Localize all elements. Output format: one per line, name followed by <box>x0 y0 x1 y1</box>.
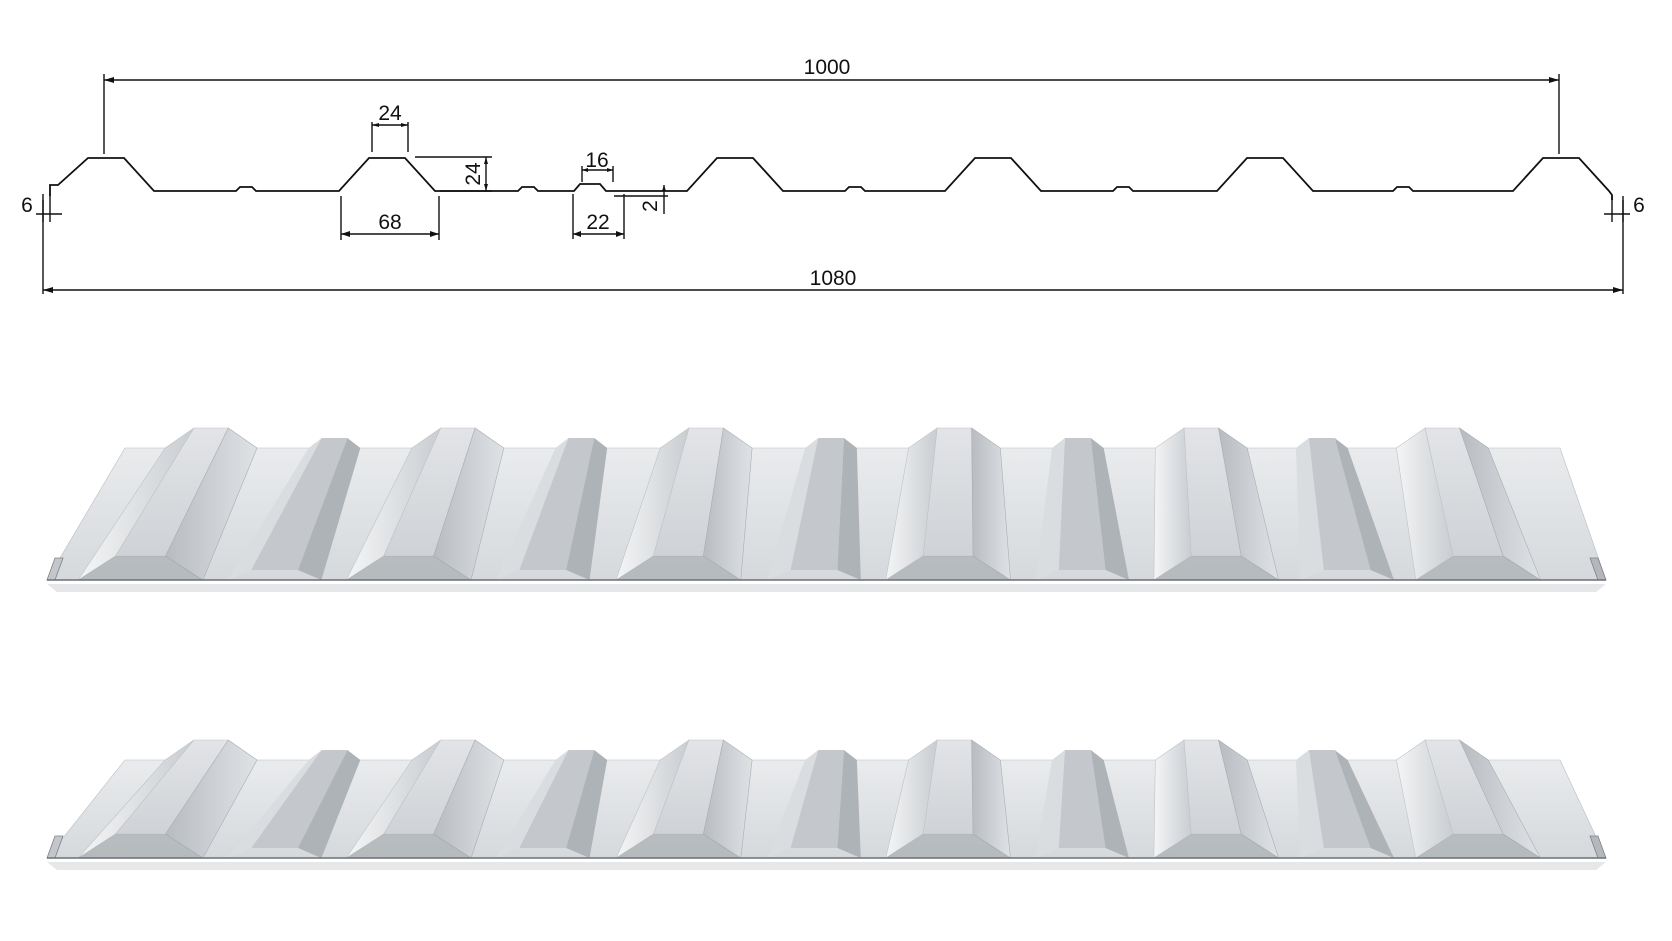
sheet-render-bottom <box>46 739 1607 870</box>
crest-front-edge <box>1153 556 1279 580</box>
stiffener-height-label: 2 <box>639 200 662 212</box>
total-width-label: 1080 <box>810 267 857 290</box>
dimension-crest-base-width: 68 <box>340 196 440 240</box>
stiffener-rib-right-face <box>1090 438 1129 580</box>
dimension-stiffener-base-width: 22 <box>572 194 625 239</box>
crest-front-edge <box>1415 556 1541 580</box>
crest-front-edge <box>1153 834 1279 858</box>
crest-front-edge <box>616 556 741 580</box>
dimension-crest-height: 24 <box>415 156 492 192</box>
stiffener-rib-top-face <box>1058 750 1106 848</box>
crest-base-width-label: 68 <box>378 211 401 234</box>
stiffener-rib-left-face <box>227 750 322 858</box>
stiffener-rib-left-face <box>1295 438 1324 580</box>
stiffener-rib-left-face <box>767 438 819 580</box>
stiffener-rib-left-face <box>767 750 819 858</box>
crest-height-label: 24 <box>462 162 485 186</box>
crest-front-edge <box>885 834 1011 858</box>
sheet-profile-outline <box>49 157 1613 200</box>
stiffener-rib-top-face <box>1308 438 1371 570</box>
crest-top-width-label: 24 <box>378 102 402 125</box>
sheet-shadow <box>47 584 1606 592</box>
crest-front-edge <box>616 834 741 858</box>
crest-front-edge <box>346 556 472 580</box>
stiffener-rib-top-face <box>790 750 844 848</box>
stiffener-rib-right-face <box>297 438 361 580</box>
stiffener-rib-top-face <box>251 438 348 570</box>
stiffener-rib-right-face <box>566 750 608 858</box>
dimension-crest-top-width: 24 <box>371 102 409 152</box>
stiffener-rib-right-face <box>1334 438 1394 580</box>
stiffener-rib-top-face <box>790 438 844 570</box>
stiffener-rib-left-face <box>1035 438 1065 580</box>
stiffener-rib-left-face <box>495 750 569 858</box>
dimension-stiffener-height: 2 <box>614 185 668 214</box>
stiffener-rib-right-face <box>1090 750 1129 858</box>
dimension-cover-width: 1000 <box>103 56 1560 154</box>
sheet-render-top <box>46 427 1607 592</box>
edge-right-label: 6 <box>1633 194 1645 217</box>
stiffener-rib-top-face <box>1058 438 1106 570</box>
stiffener-rib-top-face <box>1308 750 1371 848</box>
cross-section-drawing: 1000 1080 24 24 <box>21 56 1645 294</box>
sheet-shadow <box>47 862 1606 870</box>
crest-front-edge <box>346 834 472 858</box>
stiffener-rib-top-face <box>519 438 595 570</box>
stiffener-top-width-label: 16 <box>585 149 608 172</box>
stiffener-rib-right-face <box>297 750 361 858</box>
dimension-total-width: 1080 <box>42 200 1624 294</box>
crest-front-edge <box>78 834 203 858</box>
stiffener-base-width-label: 22 <box>586 211 609 234</box>
stiffener-rib-top-face <box>251 750 348 848</box>
stiffener-rib-right-face <box>1334 750 1394 858</box>
stiffener-rib-right-face <box>837 750 861 858</box>
crest-front-edge <box>1415 834 1541 858</box>
stiffener-rib-left-face <box>1035 750 1065 858</box>
dimension-stiffener-top-width: 16 <box>581 149 614 182</box>
stiffener-rib-right-face <box>837 438 861 580</box>
cover-width-label: 1000 <box>804 56 851 79</box>
dimension-edge-right: 6 <box>1604 194 1645 222</box>
stiffener-rib-left-face <box>1295 750 1324 858</box>
stiffener-rib-right-face <box>566 438 608 580</box>
stiffener-rib-left-face <box>227 438 322 580</box>
stiffener-rib-top-face <box>519 750 595 848</box>
edge-left-label: 6 <box>21 194 33 217</box>
crest-front-edge <box>78 556 203 580</box>
stiffener-rib-left-face <box>495 438 569 580</box>
dimension-edge-left: 6 <box>21 194 62 222</box>
crest-front-edge <box>885 556 1011 580</box>
